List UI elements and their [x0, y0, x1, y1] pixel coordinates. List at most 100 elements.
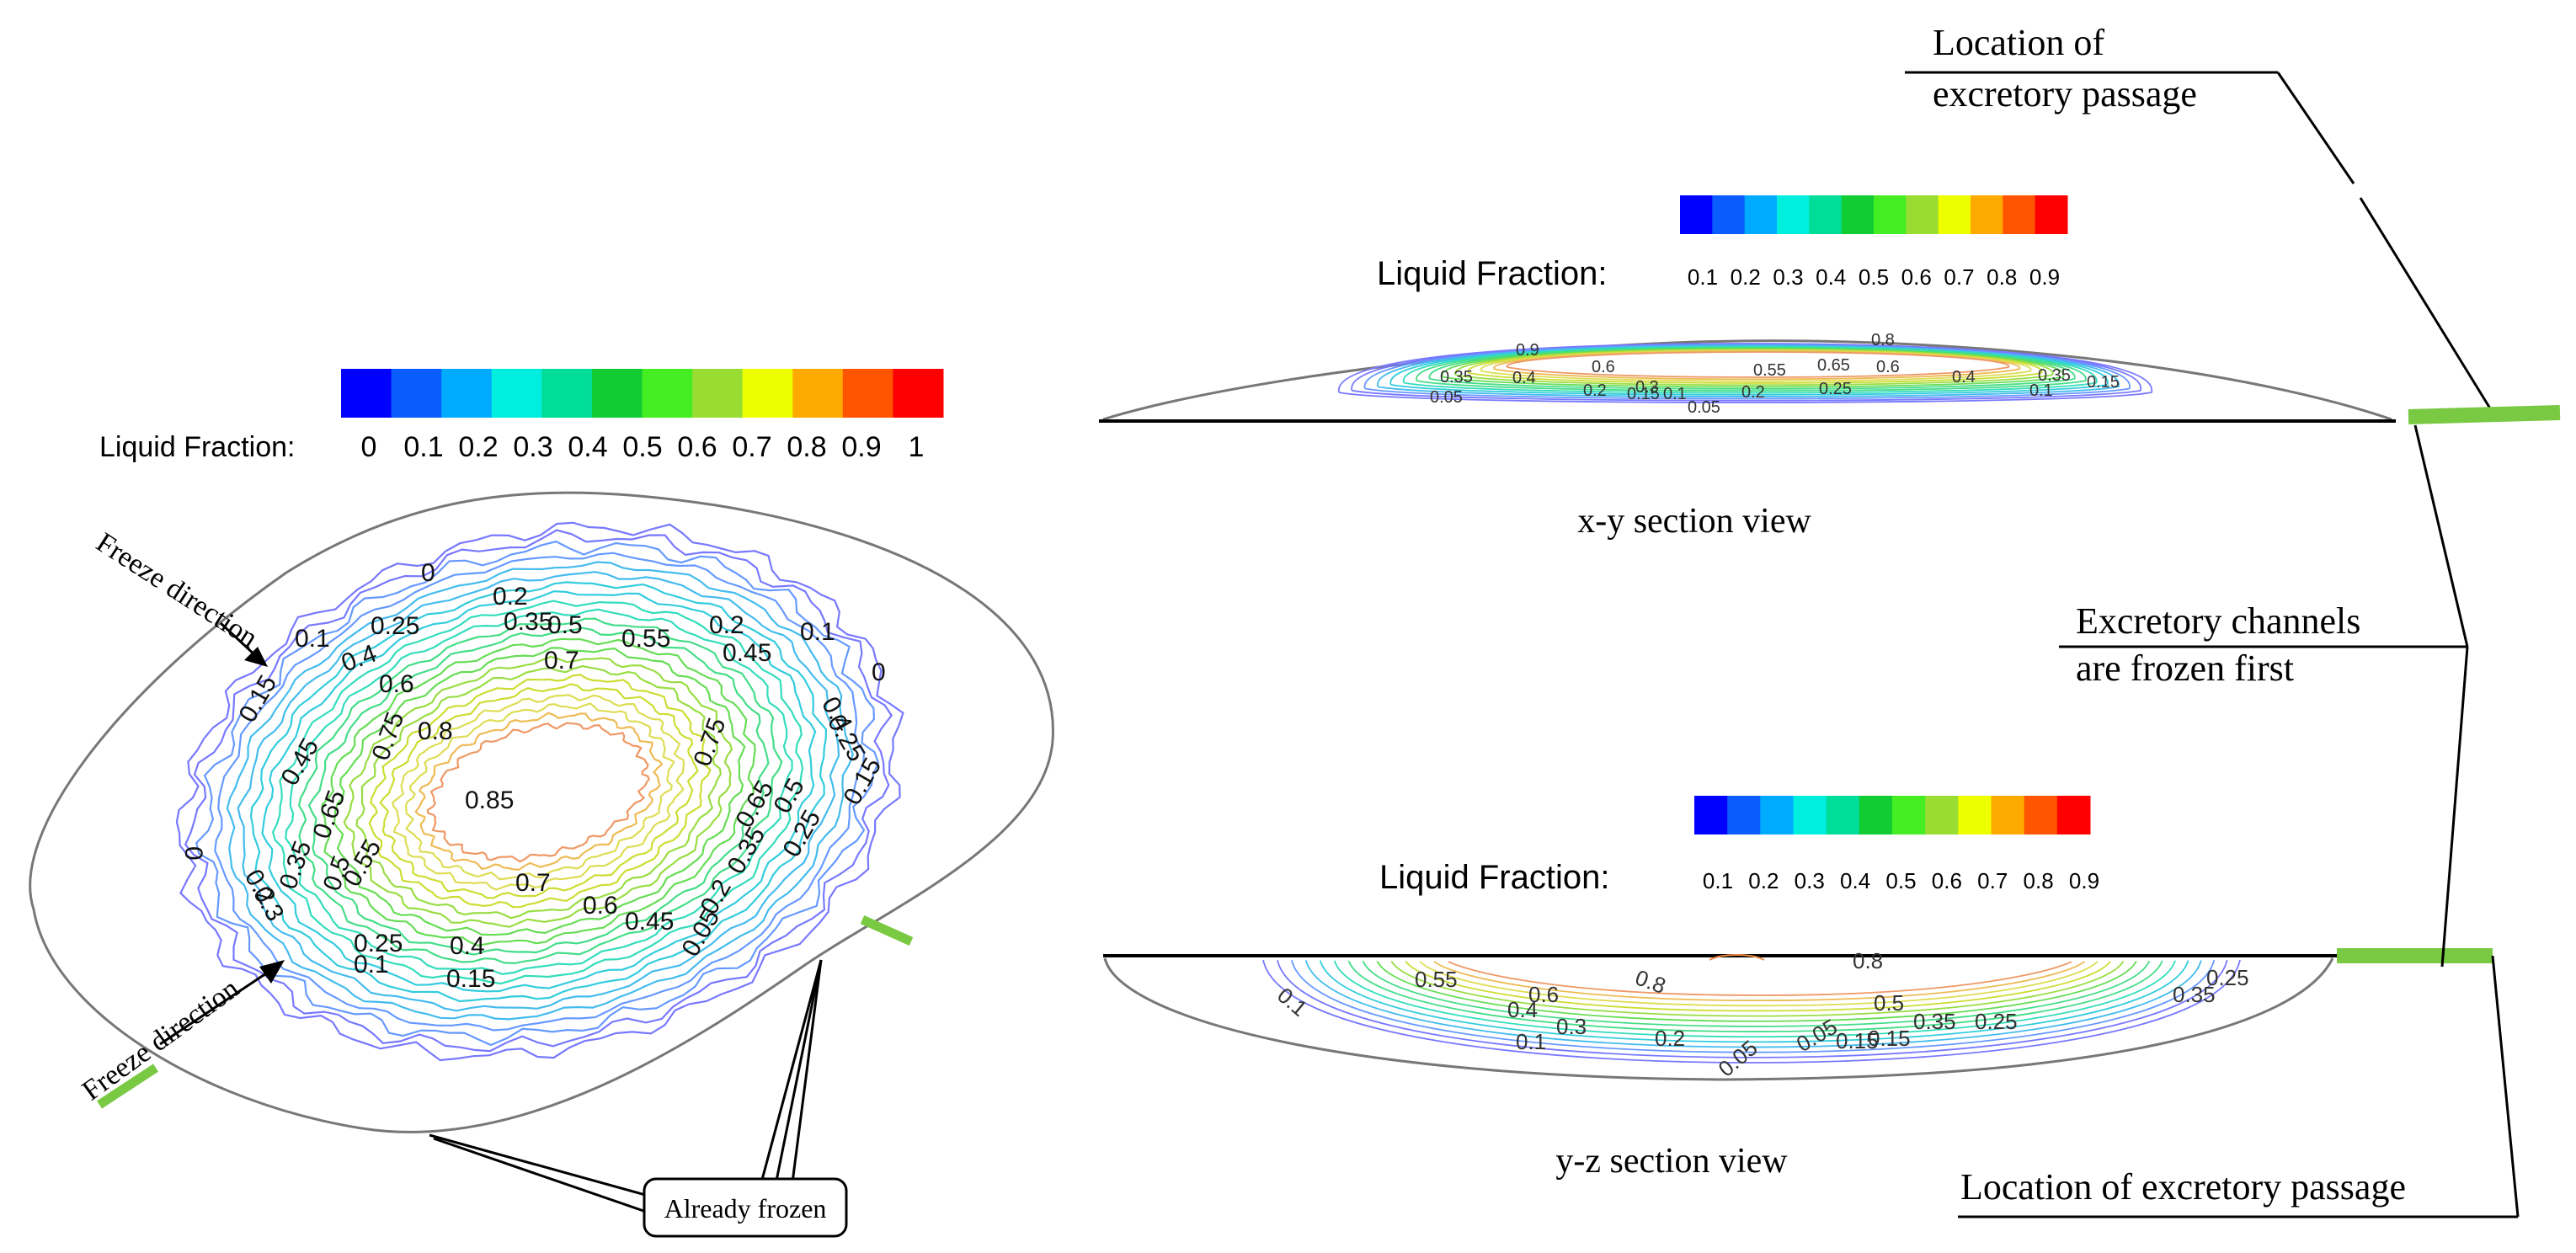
- legend-tick: 0.6: [1932, 868, 1962, 893]
- contour-label: 0.2: [1655, 1026, 1685, 1051]
- contour-label: 0.8: [418, 717, 453, 745]
- contour-label: 0.15: [446, 965, 495, 993]
- excretory-bottom-leader: [2491, 955, 2520, 1218]
- contour-line: [355, 664, 723, 920]
- contour-label: 0.35: [1440, 368, 1473, 387]
- legend-swatch: [1680, 195, 1713, 234]
- legend-swatch: [1859, 796, 1893, 834]
- contour-label: 0.6: [1528, 982, 1559, 1007]
- channels-leader-up: [2413, 424, 2469, 648]
- contour-label: 0.3: [1635, 378, 1659, 397]
- legend-tick: 0.2: [458, 431, 498, 463]
- contour-label: 0.1: [800, 618, 835, 646]
- contour-label: 0.5: [547, 611, 583, 639]
- yz-section-outline: [1103, 957, 2334, 1081]
- contour-line: [333, 647, 746, 936]
- contour-label: 0.65: [1817, 356, 1850, 375]
- contour-label: 0.55: [1415, 967, 1458, 992]
- contour-label: 0.6: [1592, 358, 1615, 376]
- contour-line: [1347, 960, 2163, 1032]
- legend-swatch: [1826, 796, 1860, 834]
- channels-leader-down: [2440, 646, 2469, 968]
- legend-tick: 0.5: [1885, 868, 1916, 893]
- contour-label: 0.15: [1627, 385, 1660, 403]
- contour-label: 0.05: [1430, 388, 1463, 407]
- excretory-bottom-label: Location of excretory passage: [1960, 1166, 2406, 1208]
- legend-swatch: [1793, 796, 1827, 834]
- contour-label: 0.6: [379, 670, 414, 698]
- contour-line: [1390, 960, 2125, 1017]
- contour-line: [195, 540, 880, 1047]
- legend-swatch: [541, 369, 593, 418]
- right-annotations: Location of excretory passage Excretory …: [1905, 22, 2561, 1218]
- contour-label: 0: [872, 658, 886, 686]
- contour-label: 0.1: [2029, 381, 2053, 400]
- legend-swatch: [1727, 796, 1761, 834]
- legend-swatch: [2024, 796, 2058, 834]
- legend-label: Liquid Fraction:: [1379, 859, 1609, 896]
- legend-tick: 0.9: [841, 431, 881, 463]
- contour-line: [343, 655, 733, 928]
- legend-swatch: [441, 369, 493, 418]
- legend-swatch: [1892, 796, 1926, 834]
- legend-tick: 0.2: [1748, 868, 1779, 893]
- contour-line: [1363, 344, 2131, 400]
- contour-label: 0.55: [621, 625, 670, 653]
- yz-caption: y-z section view: [1555, 1142, 1788, 1181]
- xy-contours: [1338, 343, 2152, 403]
- legend-swatch: [1744, 195, 1778, 234]
- contour-label: 0.05: [1688, 398, 1720, 417]
- contour-label: 0.35: [2038, 366, 2071, 385]
- contour-label: 0.4: [1512, 369, 1536, 387]
- freeze-arrow-top: [219, 621, 268, 667]
- legend-tick: 0.9: [2029, 264, 2060, 290]
- contour-label: 0.35: [2173, 982, 2216, 1007]
- legend-tick: 0.8: [2024, 868, 2054, 893]
- legend-tick: 0.4: [1840, 868, 1870, 893]
- yz-contours: [1262, 954, 2241, 1064]
- contour-line: [1402, 345, 2098, 394]
- contour-label: 0.25: [354, 930, 403, 957]
- contour-line: [1416, 346, 2087, 392]
- main-contours: [175, 521, 904, 1062]
- contour-line: [237, 571, 840, 1012]
- contour-line: [1709, 954, 1765, 961]
- contour-label: 0.3: [1556, 1014, 1587, 1039]
- contour-label: 0.7: [544, 647, 579, 674]
- contour-label: 0.1: [1516, 1029, 1546, 1054]
- contour-line: [297, 617, 783, 965]
- legend-swatch: [1991, 796, 2025, 834]
- contour-label: 0.75: [367, 708, 410, 764]
- contour-label: 0.55: [1753, 361, 1786, 380]
- legend-swatch: [792, 369, 844, 418]
- contour-label: 0.15: [2087, 373, 2120, 392]
- contour-label: 0.35: [1913, 1009, 1956, 1034]
- contour-label: 0.25: [1975, 1009, 2018, 1034]
- contour-label: 0: [179, 846, 207, 861]
- legend-swatch: [1712, 195, 1746, 234]
- freeze-label-top: Freeze direction: [91, 527, 264, 654]
- contour-label: 0.1: [295, 625, 330, 653]
- contour-label: 0.45: [723, 639, 771, 667]
- contour-label: 0.15: [233, 670, 282, 727]
- legend-swatch: [842, 369, 893, 418]
- contour-line: [1277, 959, 2228, 1058]
- legend-tick: 0.1: [1688, 264, 1718, 290]
- legend-tick: 0.7: [732, 431, 771, 463]
- contour-line: [1351, 343, 2141, 402]
- already-frozen-label: Already frozen: [664, 1193, 827, 1224]
- legend-tick: 0.1: [1703, 868, 1733, 893]
- legend-swatch: [692, 369, 744, 418]
- contour-line: [1377, 344, 2120, 397]
- legend-tick: 0.5: [1859, 264, 1889, 290]
- contour-line: [1290, 960, 2216, 1053]
- contour-line: [1362, 960, 2151, 1027]
- contour-line: [271, 600, 804, 985]
- contour-label: 0.2: [493, 583, 528, 611]
- contour-label: 0.2: [1741, 383, 1765, 402]
- legend-tick: 0.4: [568, 431, 607, 463]
- contour-label: 0.45: [275, 733, 324, 790]
